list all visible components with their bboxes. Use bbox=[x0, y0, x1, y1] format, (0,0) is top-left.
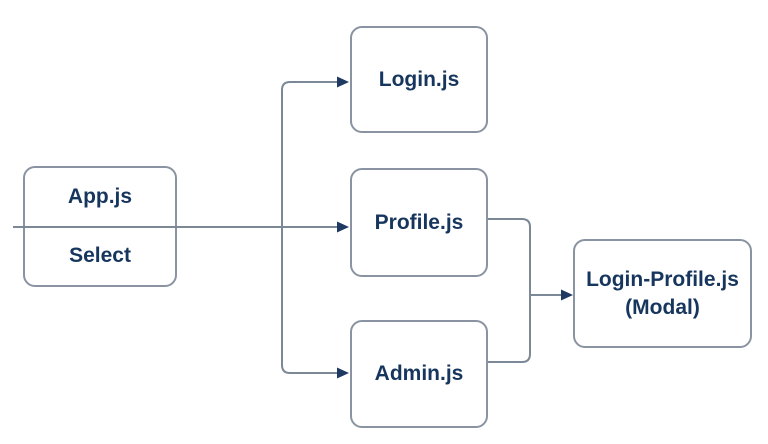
node-admin-js-label: Admin.js bbox=[374, 362, 464, 385]
node-app-js-sublabel: Select bbox=[69, 243, 131, 267]
arrowhead-to-modal-icon bbox=[561, 289, 573, 301]
edge-merge-profile-admin bbox=[488, 218, 531, 363]
node-admin-js: Admin.js bbox=[350, 320, 488, 428]
edge-branch-login-admin bbox=[281, 81, 337, 374]
node-login-profile-modal-label: Login-Profile.js bbox=[586, 267, 739, 291]
arrowhead-to-admin-icon bbox=[337, 367, 349, 379]
node-login-js-label: Login.js bbox=[378, 67, 460, 91]
node-login-js: Login.js bbox=[350, 26, 488, 133]
arrowhead-to-profile-icon bbox=[337, 221, 349, 233]
node-app-js-label: App.js bbox=[67, 185, 133, 209]
node-login-profile-modal-sublabel: (Modal) bbox=[625, 295, 700, 319]
arrowhead-to-login-icon bbox=[337, 76, 349, 88]
node-app-js: App.js Select bbox=[23, 166, 177, 287]
node-login-profile-modal: Login-Profile.js (Modal) bbox=[573, 239, 752, 348]
node-profile-js-label: Profile.js bbox=[374, 210, 464, 234]
node-profile-js: Profile.js bbox=[350, 168, 488, 277]
